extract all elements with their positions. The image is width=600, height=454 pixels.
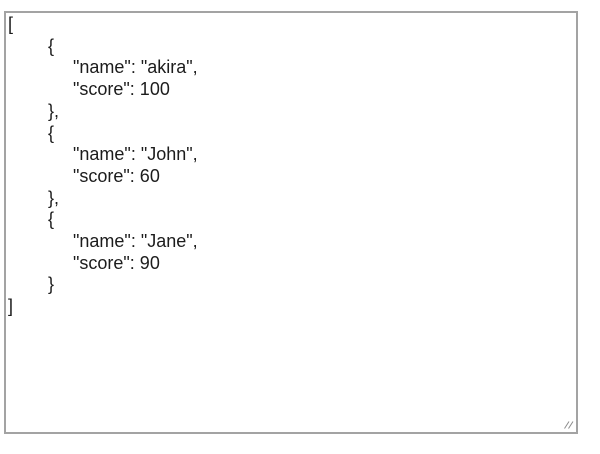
resize-grip-icon[interactable] [562,418,574,430]
json-editor-container: [ { "name": "akira", "score": 100 }, { "… [4,11,578,434]
json-input-textarea[interactable]: [ { "name": "akira", "score": 100 }, { "… [4,11,578,434]
